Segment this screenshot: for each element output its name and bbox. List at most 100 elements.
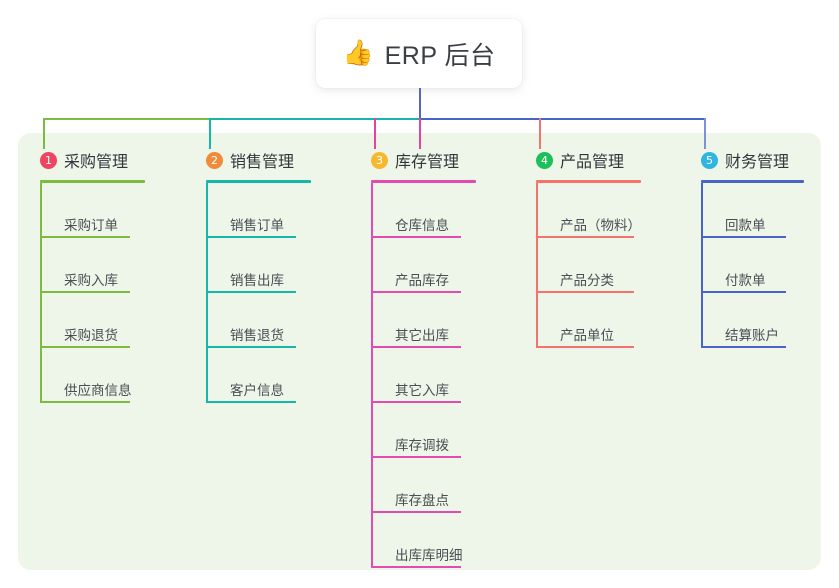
leaf-item-rule <box>371 456 461 458</box>
leaf-item[interactable]: 付款单 <box>701 238 804 293</box>
column-badge-4: 4 <box>536 151 553 169</box>
leaf-item[interactable]: 销售退货 <box>206 293 311 348</box>
leaf-item-label: 仓库信息 <box>395 218 449 233</box>
leaf-item[interactable]: 客户信息 <box>206 348 311 403</box>
connector-drop-5 <box>704 118 706 149</box>
leaf-item[interactable]: 供应商信息 <box>40 348 145 403</box>
leaf-item-label: 客户信息 <box>230 383 284 398</box>
leaf-item[interactable]: 产品单位 <box>536 293 641 348</box>
connector-drop-1 <box>43 118 45 149</box>
leaf-item-rule <box>371 236 461 238</box>
leaf-item[interactable]: 其它入库 <box>371 348 476 403</box>
column-items-4: 产品（物料） 产品分类产品单位 <box>536 183 641 348</box>
leaf-item-label: 付款单 <box>725 273 766 288</box>
leaf-item[interactable]: 采购退货 <box>40 293 145 348</box>
leaf-item[interactable]: 其它出库 <box>371 293 476 348</box>
column-rule-2 <box>206 180 311 183</box>
leaf-item-rule <box>371 511 461 513</box>
column-rule-1 <box>40 180 145 183</box>
leaf-item[interactable]: 结算账户 <box>701 293 804 348</box>
column-items-3: 仓库信息产品库存其它出库其它入库库存调拨库存盘点出库库明细 <box>371 183 476 568</box>
leaf-item[interactable]: 销售出库 <box>206 238 311 293</box>
leaf-item-rule <box>536 291 634 293</box>
column-spine-1 <box>40 183 42 403</box>
leaf-item[interactable]: 销售订单 <box>206 183 311 238</box>
leaf-item[interactable]: 产品库存 <box>371 238 476 293</box>
column-4: 4 产品管理产品（物料） 产品分类产品单位 <box>536 147 641 348</box>
leaf-item[interactable]: 采购订单 <box>40 183 145 238</box>
leaf-item-label: 采购订单 <box>64 218 118 233</box>
column-rule-4 <box>536 180 641 183</box>
leaf-item-label: 结算账户 <box>725 328 779 343</box>
leaf-item-label: 产品（物料） <box>560 218 641 233</box>
column-title-3: 库存管理 <box>395 154 460 171</box>
leaf-item[interactable]: 产品分类 <box>536 238 641 293</box>
column-title-1: 采购管理 <box>64 154 129 171</box>
column-rule-5 <box>701 180 804 183</box>
column-badge-2: 2 <box>206 151 223 169</box>
root-title: ERP 后台 <box>384 41 496 70</box>
leaf-item-rule <box>371 566 461 568</box>
leaf-item-label: 出库库明细 <box>395 548 463 563</box>
column-header-3[interactable]: 3 库存管理 <box>371 147 476 173</box>
leaf-item-rule <box>206 401 296 403</box>
column-title-4: 产品管理 <box>560 154 625 171</box>
connector-drop-3 <box>374 118 376 149</box>
leaf-item-label: 采购入库 <box>64 273 118 288</box>
leaf-item-rule <box>701 236 786 238</box>
thumbs-up-icon: 👍 <box>342 39 374 67</box>
leaf-item-label: 库存调拨 <box>395 438 449 453</box>
connector-bus-left <box>43 118 211 120</box>
leaf-item-label: 产品分类 <box>560 273 614 288</box>
leaf-item-rule <box>206 291 296 293</box>
leaf-item-rule <box>40 236 130 238</box>
leaf-item[interactable]: 采购入库 <box>40 238 145 293</box>
connector-bus-mid <box>209 118 421 120</box>
connector-drop-4 <box>539 118 541 149</box>
leaf-item-label: 其它出库 <box>395 328 449 343</box>
column-title-2: 销售管理 <box>230 154 295 171</box>
leaf-item[interactable]: 仓库信息 <box>371 183 476 238</box>
column-spine-3 <box>371 183 373 568</box>
root-node-content: 👍 ERP 后台 <box>342 36 495 72</box>
column-2: 2 销售管理销售订单销售出库销售退货客户信息 <box>206 147 311 403</box>
leaf-item-label: 回款单 <box>725 218 766 233</box>
leaf-item-label: 销售出库 <box>230 273 284 288</box>
connector-root-stem <box>419 88 421 120</box>
connector-drop-3-center <box>419 118 421 149</box>
leaf-item-label: 采购退货 <box>64 328 118 343</box>
leaf-item[interactable]: 库存盘点 <box>371 458 476 513</box>
leaf-item[interactable]: 出库库明细 <box>371 513 476 568</box>
leaf-item-label: 销售退货 <box>230 328 284 343</box>
column-header-2[interactable]: 2 销售管理 <box>206 147 311 173</box>
leaf-item-rule <box>206 236 296 238</box>
leaf-item[interactable]: 回款单 <box>701 183 804 238</box>
column-1: 1 采购管理采购订单采购入库采购退货供应商信息 <box>40 147 145 403</box>
leaf-item[interactable]: 产品（物料） <box>536 183 641 238</box>
column-badge-3: 3 <box>371 151 388 169</box>
leaf-item-rule <box>206 346 296 348</box>
leaf-item-rule <box>371 346 461 348</box>
column-items-5: 回款单付款单结算账户 <box>701 183 804 348</box>
leaf-item-label: 库存盘点 <box>395 493 449 508</box>
column-header-4[interactable]: 4 产品管理 <box>536 147 641 173</box>
leaf-item-label: 供应商信息 <box>64 383 132 398</box>
leaf-item-rule <box>536 236 634 238</box>
column-badge-1: 1 <box>40 151 57 169</box>
leaf-item-rule <box>40 346 130 348</box>
column-3: 3 库存管理仓库信息产品库存其它出库其它入库库存调拨库存盘点出库库明细 <box>371 147 476 568</box>
root-node[interactable]: 👍 ERP 后台 <box>316 19 522 88</box>
leaf-item-label: 销售订单 <box>230 218 284 233</box>
column-title-5: 财务管理 <box>725 154 790 171</box>
column-spine-5 <box>701 183 703 348</box>
leaf-item-rule <box>701 291 786 293</box>
column-spine-2 <box>206 183 208 403</box>
leaf-item[interactable]: 库存调拨 <box>371 403 476 458</box>
column-header-1[interactable]: 1 采购管理 <box>40 147 145 173</box>
leaf-item-label: 其它入库 <box>395 383 449 398</box>
leaf-item-rule <box>40 401 130 403</box>
leaf-item-label: 产品库存 <box>395 273 449 288</box>
